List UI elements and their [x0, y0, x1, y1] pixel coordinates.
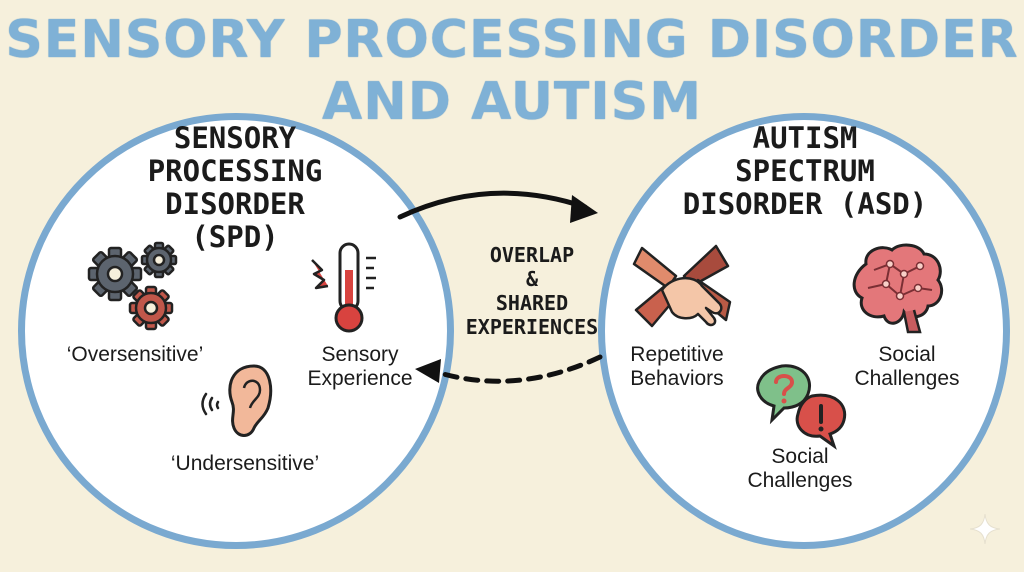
repetitive-behaviors-line: Behaviors [630, 367, 724, 390]
asd-heading-line: SPECTRUM [735, 154, 875, 188]
sensory-experience-line: Experience [307, 367, 413, 390]
undersensitive-label: ‘Undersensitive’ [170, 452, 320, 475]
arrow-spd-to-asd [397, 190, 598, 223]
oversensitive-label: ‘Oversensitive’ [66, 343, 204, 366]
spd-heading-line: (SPD) [191, 220, 279, 254]
gears-icon [87, 241, 178, 331]
overlap-label: OVERLAP & SHARED EXPERIENCES [452, 243, 612, 339]
arrow-asd-to-spd [415, 354, 603, 384]
spd-heading-line: DISORDER [165, 187, 305, 221]
social-challenges-right-label: Social Challenges [842, 343, 972, 391]
overlap-line: EXPERIENCES [465, 315, 599, 339]
thermometer-icon [311, 242, 376, 333]
social-challenges-line: Social [878, 343, 936, 366]
social-challenges-bottom-label: Social Challenges [730, 445, 870, 493]
repetitive-behaviors-label: Repetitive Behaviors [612, 343, 742, 391]
spd-circle [18, 113, 454, 549]
social-challenges-line: Social [771, 445, 829, 468]
sensory-experience-line: Sensory [321, 343, 399, 366]
overlap-line: SHARED [495, 291, 569, 315]
brain-icon [852, 243, 944, 334]
overlap-line: & [525, 267, 539, 291]
title-line-2: AND AUTISM [322, 72, 702, 132]
spd-heading: SENSORY PROCESSING DISORDER (SPD) [90, 122, 380, 254]
asd-heading-line: DISORDER (ASD) [682, 187, 928, 221]
sparkle-icon [969, 513, 1001, 545]
speech-bubbles-icon [756, 364, 847, 450]
stacked-hands-icon [632, 244, 732, 328]
social-challenges-line: Challenges [854, 367, 960, 390]
sensory-experience-label: Sensory Experience [290, 343, 430, 391]
title-line-1: SENSORY PROCESSING DISORDER [5, 10, 1019, 70]
social-challenges-line: Challenges [747, 469, 853, 492]
asd-circle [598, 113, 1010, 549]
spd-heading-line: SENSORY [173, 121, 297, 155]
asd-heading-line: AUTISM [752, 121, 858, 155]
asd-heading: AUTISM SPECTRUM DISORDER (ASD) [655, 122, 955, 221]
spd-heading-line: PROCESSING [147, 154, 323, 188]
overlap-line: OVERLAP [489, 243, 575, 267]
ear-icon [201, 364, 273, 437]
repetitive-behaviors-line: Repetitive [630, 343, 724, 366]
